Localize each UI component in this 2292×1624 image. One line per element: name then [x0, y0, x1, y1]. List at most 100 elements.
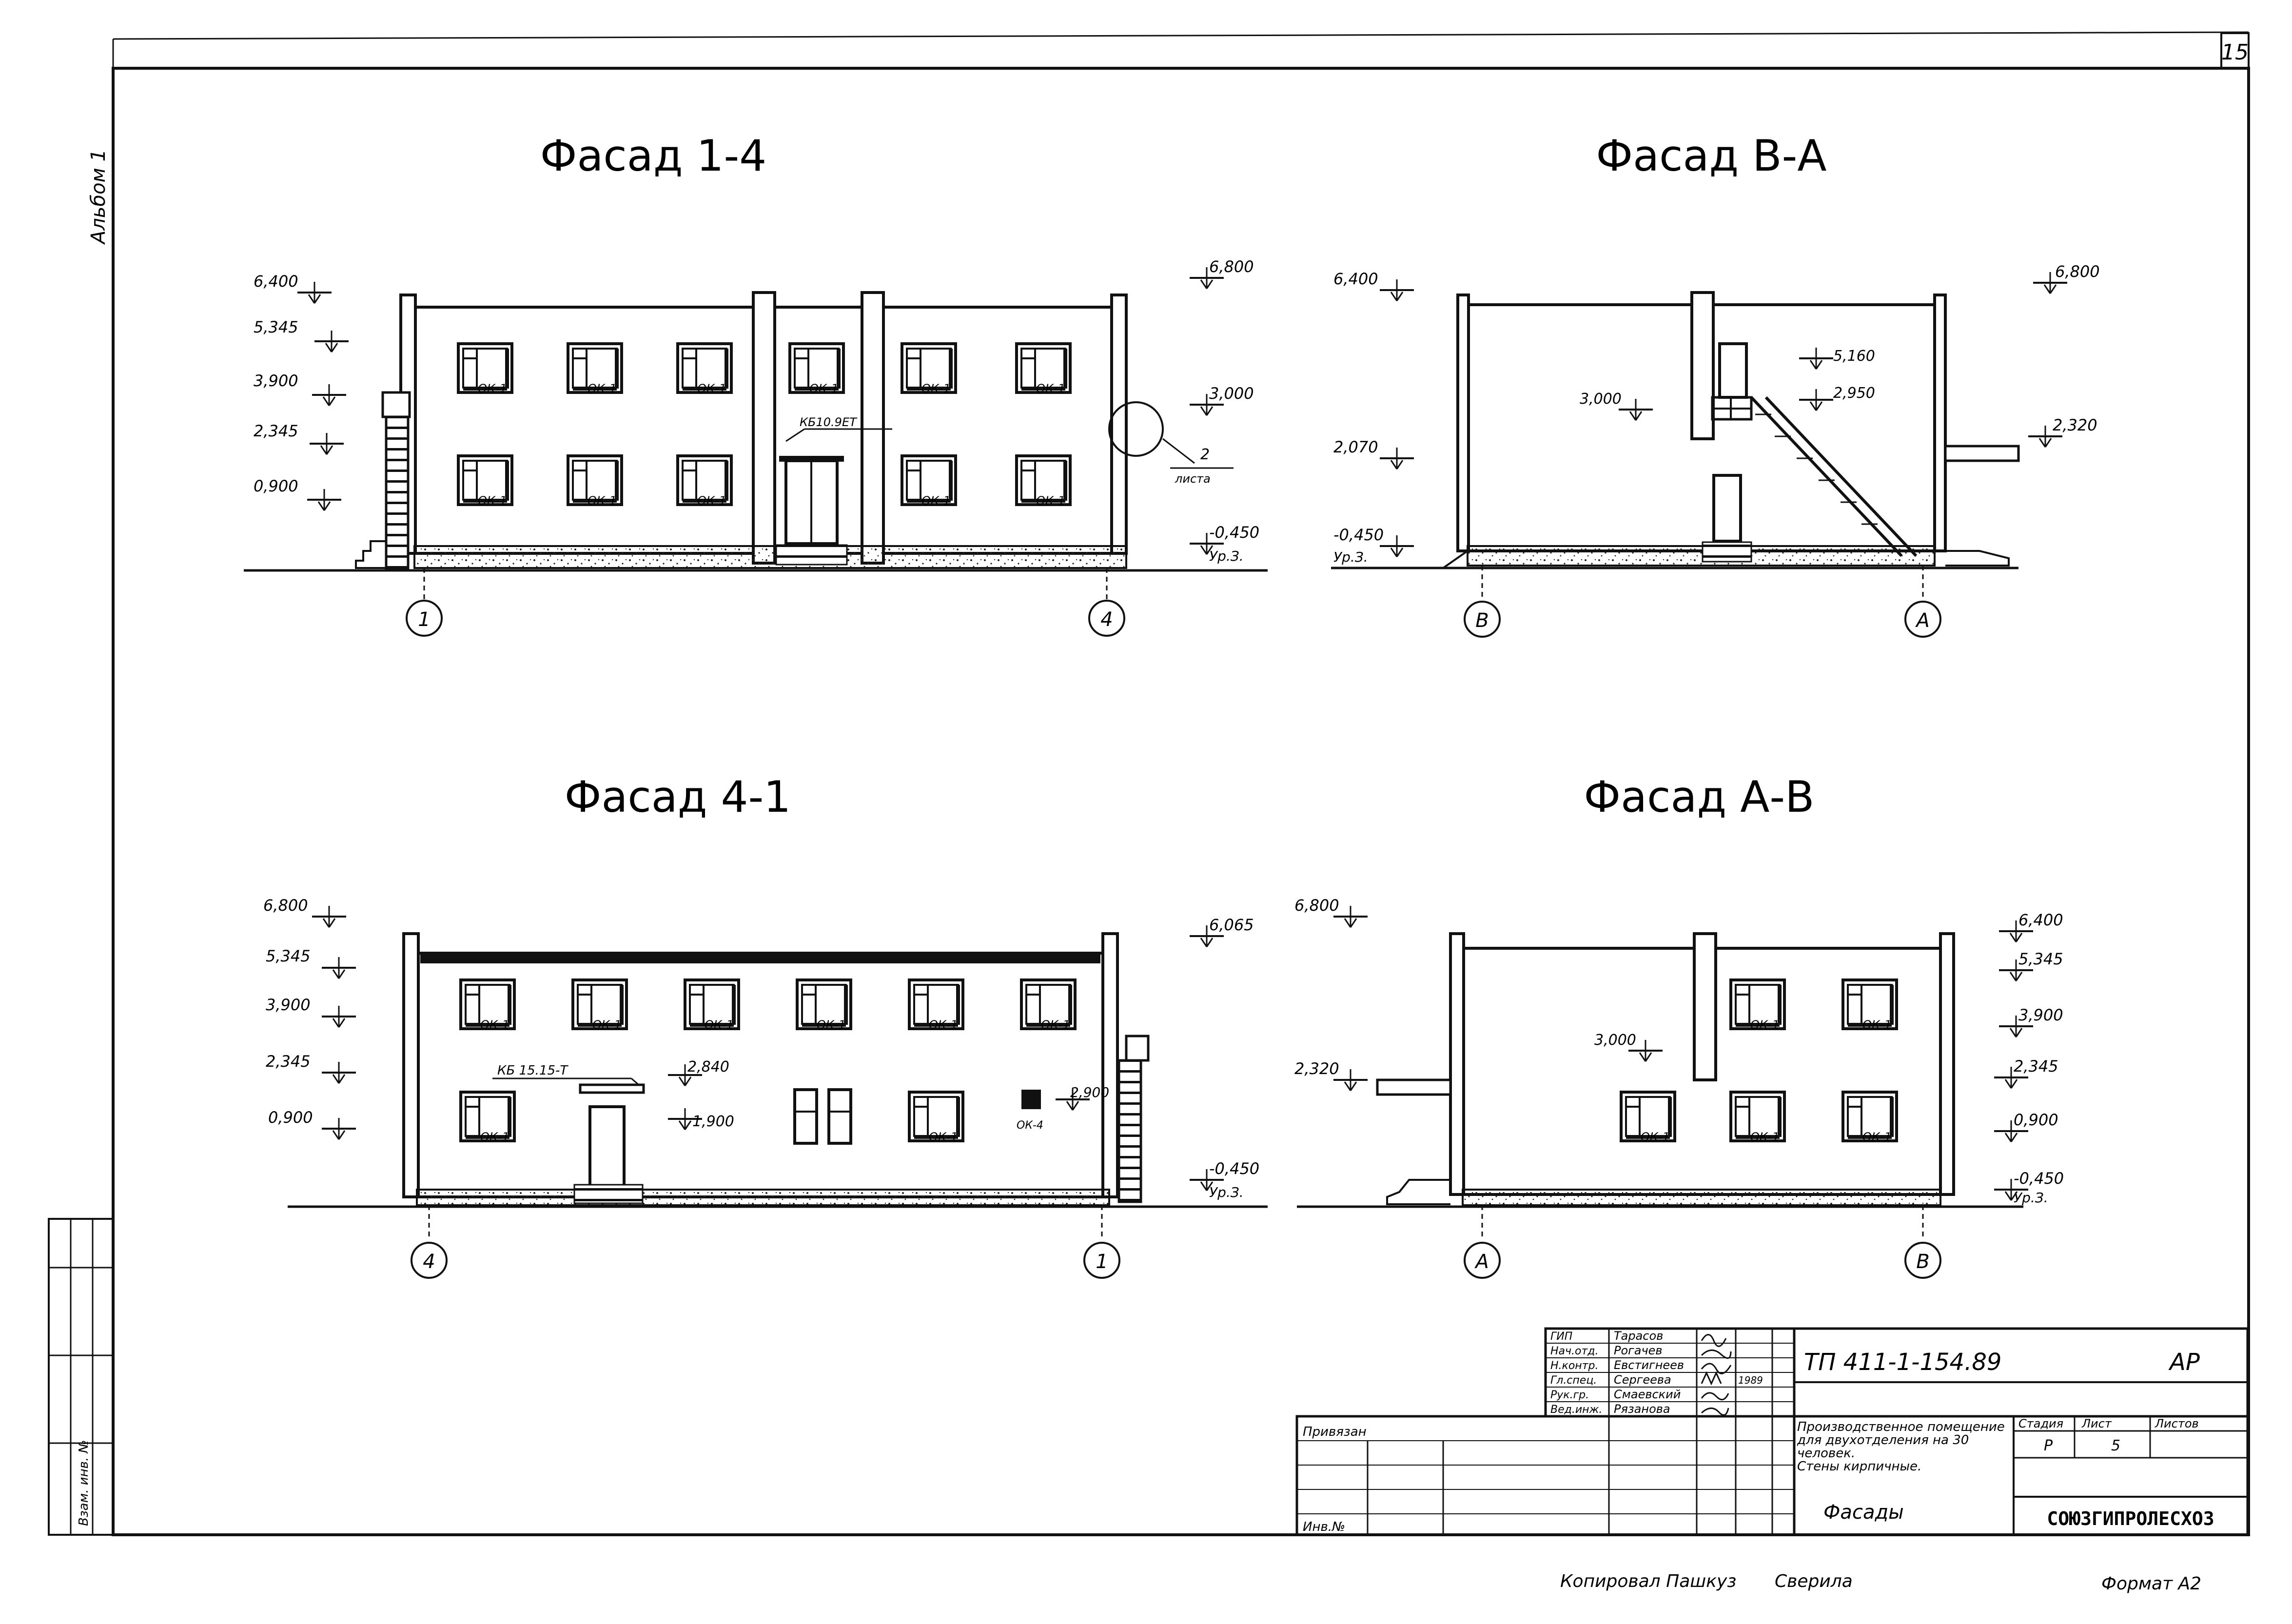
level-mark: 2,345: [266, 1052, 311, 1071]
canopy-mark: КБ 15.15-Т: [497, 1063, 568, 1078]
signature: [1701, 1334, 1727, 1347]
level-mark: 6,800: [2055, 262, 2100, 281]
stage-value: Р: [2044, 1437, 2053, 1454]
window-mark: ОК-1: [592, 1018, 622, 1032]
bound-label: Привязан: [1303, 1425, 1367, 1439]
description-line: для двухотделения на 30: [1797, 1433, 1969, 1448]
album-label: Альбом 1: [87, 149, 110, 245]
level-mark: 3,000: [1580, 391, 1622, 408]
ground-level-label: Ур.З.: [1209, 1184, 1244, 1200]
axis-marker: В: [1475, 609, 1489, 632]
window-mark: ОК-1: [480, 1018, 509, 1032]
left-stamp: Взам. инв. №: [48, 1218, 114, 1536]
level-mark: -0,450: [1209, 523, 1259, 542]
level-mark: 3,000: [1594, 1032, 1636, 1049]
project-code: ТП 411-1-154.89: [1804, 1349, 2001, 1376]
window-mark: ОК-1: [929, 1130, 958, 1144]
window-mark: ОК-1: [809, 382, 839, 395]
role-label: Нач.отд.: [1550, 1345, 1599, 1357]
footer-format: Формат А2: [2101, 1574, 2201, 1594]
person-name: Сергеева: [1614, 1373, 1671, 1387]
ground-level-label: Ур.З.: [1333, 549, 1368, 565]
inv-label: Инв.№: [1303, 1520, 1345, 1534]
window-mark: ОК-1: [697, 382, 726, 395]
level-mark: 0,900: [268, 1108, 313, 1127]
level-mark: 6,800: [1294, 896, 1339, 915]
sheets-header: Листов: [2155, 1417, 2199, 1430]
callout-number: 2: [1200, 446, 1210, 463]
facade-title: Фасад А-В: [1584, 772, 1814, 822]
level-mark: 2,345: [254, 422, 298, 440]
level-mark: 0,900: [2014, 1111, 2058, 1129]
person-name: Тарасов: [1614, 1329, 1663, 1343]
window-mark: ОК-1: [929, 1018, 958, 1032]
window-mark: ОК-1: [1750, 1130, 1780, 1144]
axis-marker: В: [1916, 1251, 1929, 1273]
facade-title: Фасад 1-4: [540, 131, 767, 181]
window-mark: ОК-1: [1641, 1130, 1670, 1144]
axis-marker: А: [1915, 609, 1929, 632]
person-name: Рязанова: [1614, 1402, 1670, 1416]
person-name: Евстигнеев: [1614, 1358, 1684, 1372]
level-mark: 2,840: [687, 1058, 729, 1076]
level-mark: 2,950: [1833, 385, 1875, 402]
title-block: ТП 411-1-154.89 АР ГИП Нач.отд. Н.контр.…: [1295, 1327, 2249, 1536]
level-mark: 6,800: [263, 896, 308, 915]
level-mark: 6,400: [1333, 270, 1378, 288]
level-mark: 3,000: [1209, 384, 1254, 403]
level-mark: 0,900: [254, 477, 298, 495]
level-mark: -0,450: [2014, 1169, 2064, 1188]
role-label: Н.контр.: [1550, 1360, 1598, 1372]
window-mark: ОК-1: [1862, 1018, 1892, 1032]
signature: [1701, 1363, 1732, 1374]
window-mark: ОК-1: [817, 1018, 846, 1032]
level-mark: -0,450: [1209, 1159, 1259, 1178]
axis-marker: 1: [418, 608, 430, 631]
window-mark: ОК-1: [1041, 1018, 1070, 1032]
window-mark: ОК-1: [697, 494, 726, 508]
small-window-mark: ОК-4: [1017, 1119, 1043, 1132]
level-mark: 3,900: [266, 996, 311, 1014]
level-mark: 5,345: [266, 947, 311, 965]
window-mark: ОК-1: [588, 494, 617, 508]
level-mark: 6,400: [254, 272, 298, 291]
door-mark: КБ10.9ЕТ: [800, 415, 858, 429]
level-mark: 2,070: [1333, 438, 1378, 456]
window-mark: ОК-1: [1036, 382, 1065, 395]
window-mark: ОК-1: [478, 494, 507, 508]
sheet-header: Лист: [2081, 1417, 2112, 1430]
level-mark: 6,065: [1209, 916, 1254, 934]
facade-title: Фасад В-А: [1596, 131, 1826, 181]
level-mark: -0,450: [1333, 526, 1384, 544]
sheet-value: 5: [2111, 1437, 2120, 1454]
facade-v-a: Фасад В-А В А 6,400 2,070: [1331, 131, 2100, 638]
signature: [1701, 1408, 1729, 1416]
role-label: Вед.инж.: [1550, 1404, 1602, 1416]
facade-a-v: Фасад А-В ОК-1 ОК-1 ОК-1 ОК-1 ОК-1 А В 6…: [1294, 772, 2064, 1279]
level-mark: 3,900: [254, 372, 298, 390]
approval-date: 1989: [1738, 1374, 1763, 1386]
footer-copied: Копировал Пашкуз: [1560, 1571, 1736, 1591]
description-line: Стены кирпичные.: [1797, 1459, 1921, 1474]
axis-marker: 4: [423, 1251, 435, 1273]
window-mark: ОК-1: [921, 382, 951, 395]
signature: [1701, 1392, 1729, 1401]
stage-header: Стадия: [2018, 1417, 2063, 1430]
level-mark: 2,900: [1070, 1084, 1109, 1100]
signature: [1701, 1350, 1732, 1359]
level-mark: 3,900: [2018, 1006, 2063, 1024]
left-stamp-text: Взам. инв. №: [77, 1440, 91, 1526]
ground-level-label: Ур.З.: [2014, 1190, 2048, 1206]
section-code: АР: [2168, 1349, 2200, 1376]
level-mark: 6,800: [1209, 257, 1254, 276]
footer-checked: Сверила: [1775, 1571, 1853, 1591]
level-mark: 2,320: [1294, 1059, 1339, 1078]
role-label: ГИП: [1550, 1331, 1572, 1343]
level-mark: 5,160: [1833, 348, 1875, 365]
axis-marker: 4: [1100, 608, 1113, 631]
level-mark: 6,400: [2018, 911, 2063, 929]
level-mark: 5,345: [254, 318, 298, 336]
ground-level-label: Ур.З.: [1209, 548, 1244, 564]
level-mark: 2,320: [2053, 416, 2097, 434]
